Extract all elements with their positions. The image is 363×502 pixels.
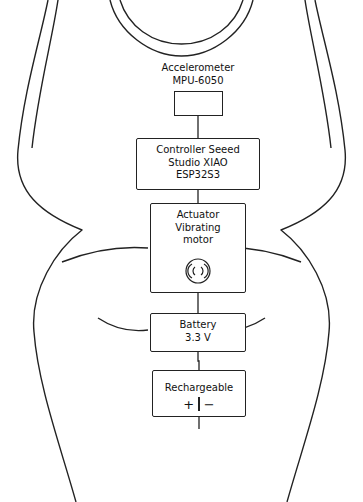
terminal-sign: − <box>204 398 215 411</box>
box-label: Controller Seeed Studio XIAO ESP32S3 <box>155 144 241 182</box>
wire <box>197 293 198 313</box>
vest-outline <box>18 0 346 502</box>
terminal-sign: + <box>183 398 194 411</box>
sensor-box: Accelerometer MPU-6050 <box>150 62 246 116</box>
charging-box: Rechargeable +− <box>152 370 246 417</box>
battery-terminals: +− <box>157 397 241 411</box>
battery-box: Battery 3.3 V <box>150 313 246 352</box>
sensor-chip <box>174 91 223 116</box>
strap-edge <box>32 0 331 148</box>
vibration-icon <box>176 257 220 285</box>
actuator-box: Actuator Vibrating motor <box>150 203 246 293</box>
wire <box>197 190 198 203</box>
box-label: Rechargeable <box>165 382 233 395</box>
box-label: Actuator Vibrating motor <box>163 209 233 247</box>
controller-box: Controller Seeed Studio XIAO ESP32S3 <box>136 138 260 190</box>
battery-plate <box>198 397 200 411</box>
component-label: Accelerometer MPU-6050 <box>153 62 243 87</box>
box-label: Battery 3.3 V <box>170 319 226 344</box>
wire <box>197 116 198 139</box>
wire <box>198 352 199 370</box>
